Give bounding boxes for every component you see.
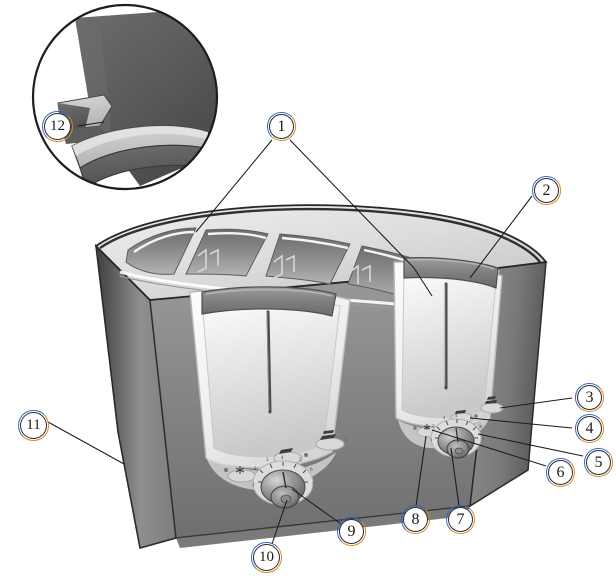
toaster-body: 2 3 4 5 6 7 1 xyxy=(94,204,548,550)
lever-handle-right xyxy=(403,257,499,289)
svg-text:1: 1 xyxy=(252,483,255,488)
svg-text:7: 7 xyxy=(312,483,315,488)
left-control-panel[interactable]: 2 3 4 5 6 7 1 xyxy=(206,430,348,509)
svg-text:6: 6 xyxy=(480,424,483,429)
leader-lines xyxy=(47,139,584,545)
crumb-tray-detail-view xyxy=(31,3,219,191)
right-control-panel[interactable]: 2 3 4 5 6 7 1 xyxy=(398,396,507,459)
left-lever-assembly[interactable] xyxy=(189,286,351,469)
snowflake-icon xyxy=(423,424,431,430)
leader-4 xyxy=(469,417,573,429)
callout-11: 11 xyxy=(18,410,49,441)
detail-circle-outline xyxy=(31,3,219,191)
callout-10: 10 xyxy=(251,542,282,573)
svg-text:4: 4 xyxy=(281,456,284,461)
callout-9: 9 xyxy=(337,517,366,546)
leader-5 xyxy=(477,433,584,457)
svg-text:3: 3 xyxy=(443,415,446,420)
leader-2 xyxy=(469,195,533,279)
cancel-button-right[interactable] xyxy=(480,396,507,414)
dial-numerals-left: 2 3 4 5 6 7 1 xyxy=(252,456,315,488)
callout-2: 2 xyxy=(532,176,561,205)
svg-text:5: 5 xyxy=(299,458,302,463)
lever-handle-left xyxy=(201,286,337,317)
leader-9 xyxy=(291,488,342,525)
cancel-button-left[interactable] xyxy=(315,430,348,451)
svg-text:2: 2 xyxy=(432,423,434,428)
svg-text:6: 6 xyxy=(310,468,313,473)
dial-numerals-right: 2 3 4 5 6 7 1 xyxy=(430,413,485,442)
svg-text:4: 4 xyxy=(455,413,458,418)
snowflake-icon xyxy=(235,466,245,474)
callout-4: 4 xyxy=(575,414,604,443)
leader-11 xyxy=(47,421,125,465)
right-lever-assembly[interactable] xyxy=(393,257,503,428)
reheat-icon xyxy=(455,410,466,414)
leader-8 xyxy=(415,435,427,507)
leader-10 xyxy=(271,499,288,545)
bread-guide-wires xyxy=(197,248,371,284)
cancel-icon xyxy=(485,396,497,404)
callout-3: 3 xyxy=(575,383,604,412)
callout-8: 8 xyxy=(401,505,430,534)
svg-text:3: 3 xyxy=(266,458,269,463)
callout-6: 6 xyxy=(546,458,575,487)
svg-text:2: 2 xyxy=(254,467,257,472)
reheat-icon xyxy=(279,448,293,454)
leader-6 xyxy=(431,429,547,467)
svg-text:7: 7 xyxy=(482,437,485,442)
svg-text:5: 5 xyxy=(470,415,473,420)
leader-12 xyxy=(77,121,105,127)
browning-dial-right[interactable]: 2 3 4 5 6 7 1 xyxy=(430,413,485,459)
leader-3 xyxy=(499,397,573,409)
browning-dial-left[interactable]: 2 3 4 5 6 7 1 xyxy=(252,456,315,509)
callout-1: 1 xyxy=(267,112,296,141)
leader-7 xyxy=(450,447,460,507)
callout-12: 12 xyxy=(42,111,73,142)
leader-1a xyxy=(195,139,273,233)
leader-1b-tail xyxy=(413,267,433,297)
lever-track-left xyxy=(266,310,272,414)
cancel-icon xyxy=(320,430,336,440)
callout-7: 7 xyxy=(446,505,475,534)
svg-text:1: 1 xyxy=(430,437,432,442)
leader-1b xyxy=(289,139,415,269)
callout-5: 5 xyxy=(584,448,613,477)
